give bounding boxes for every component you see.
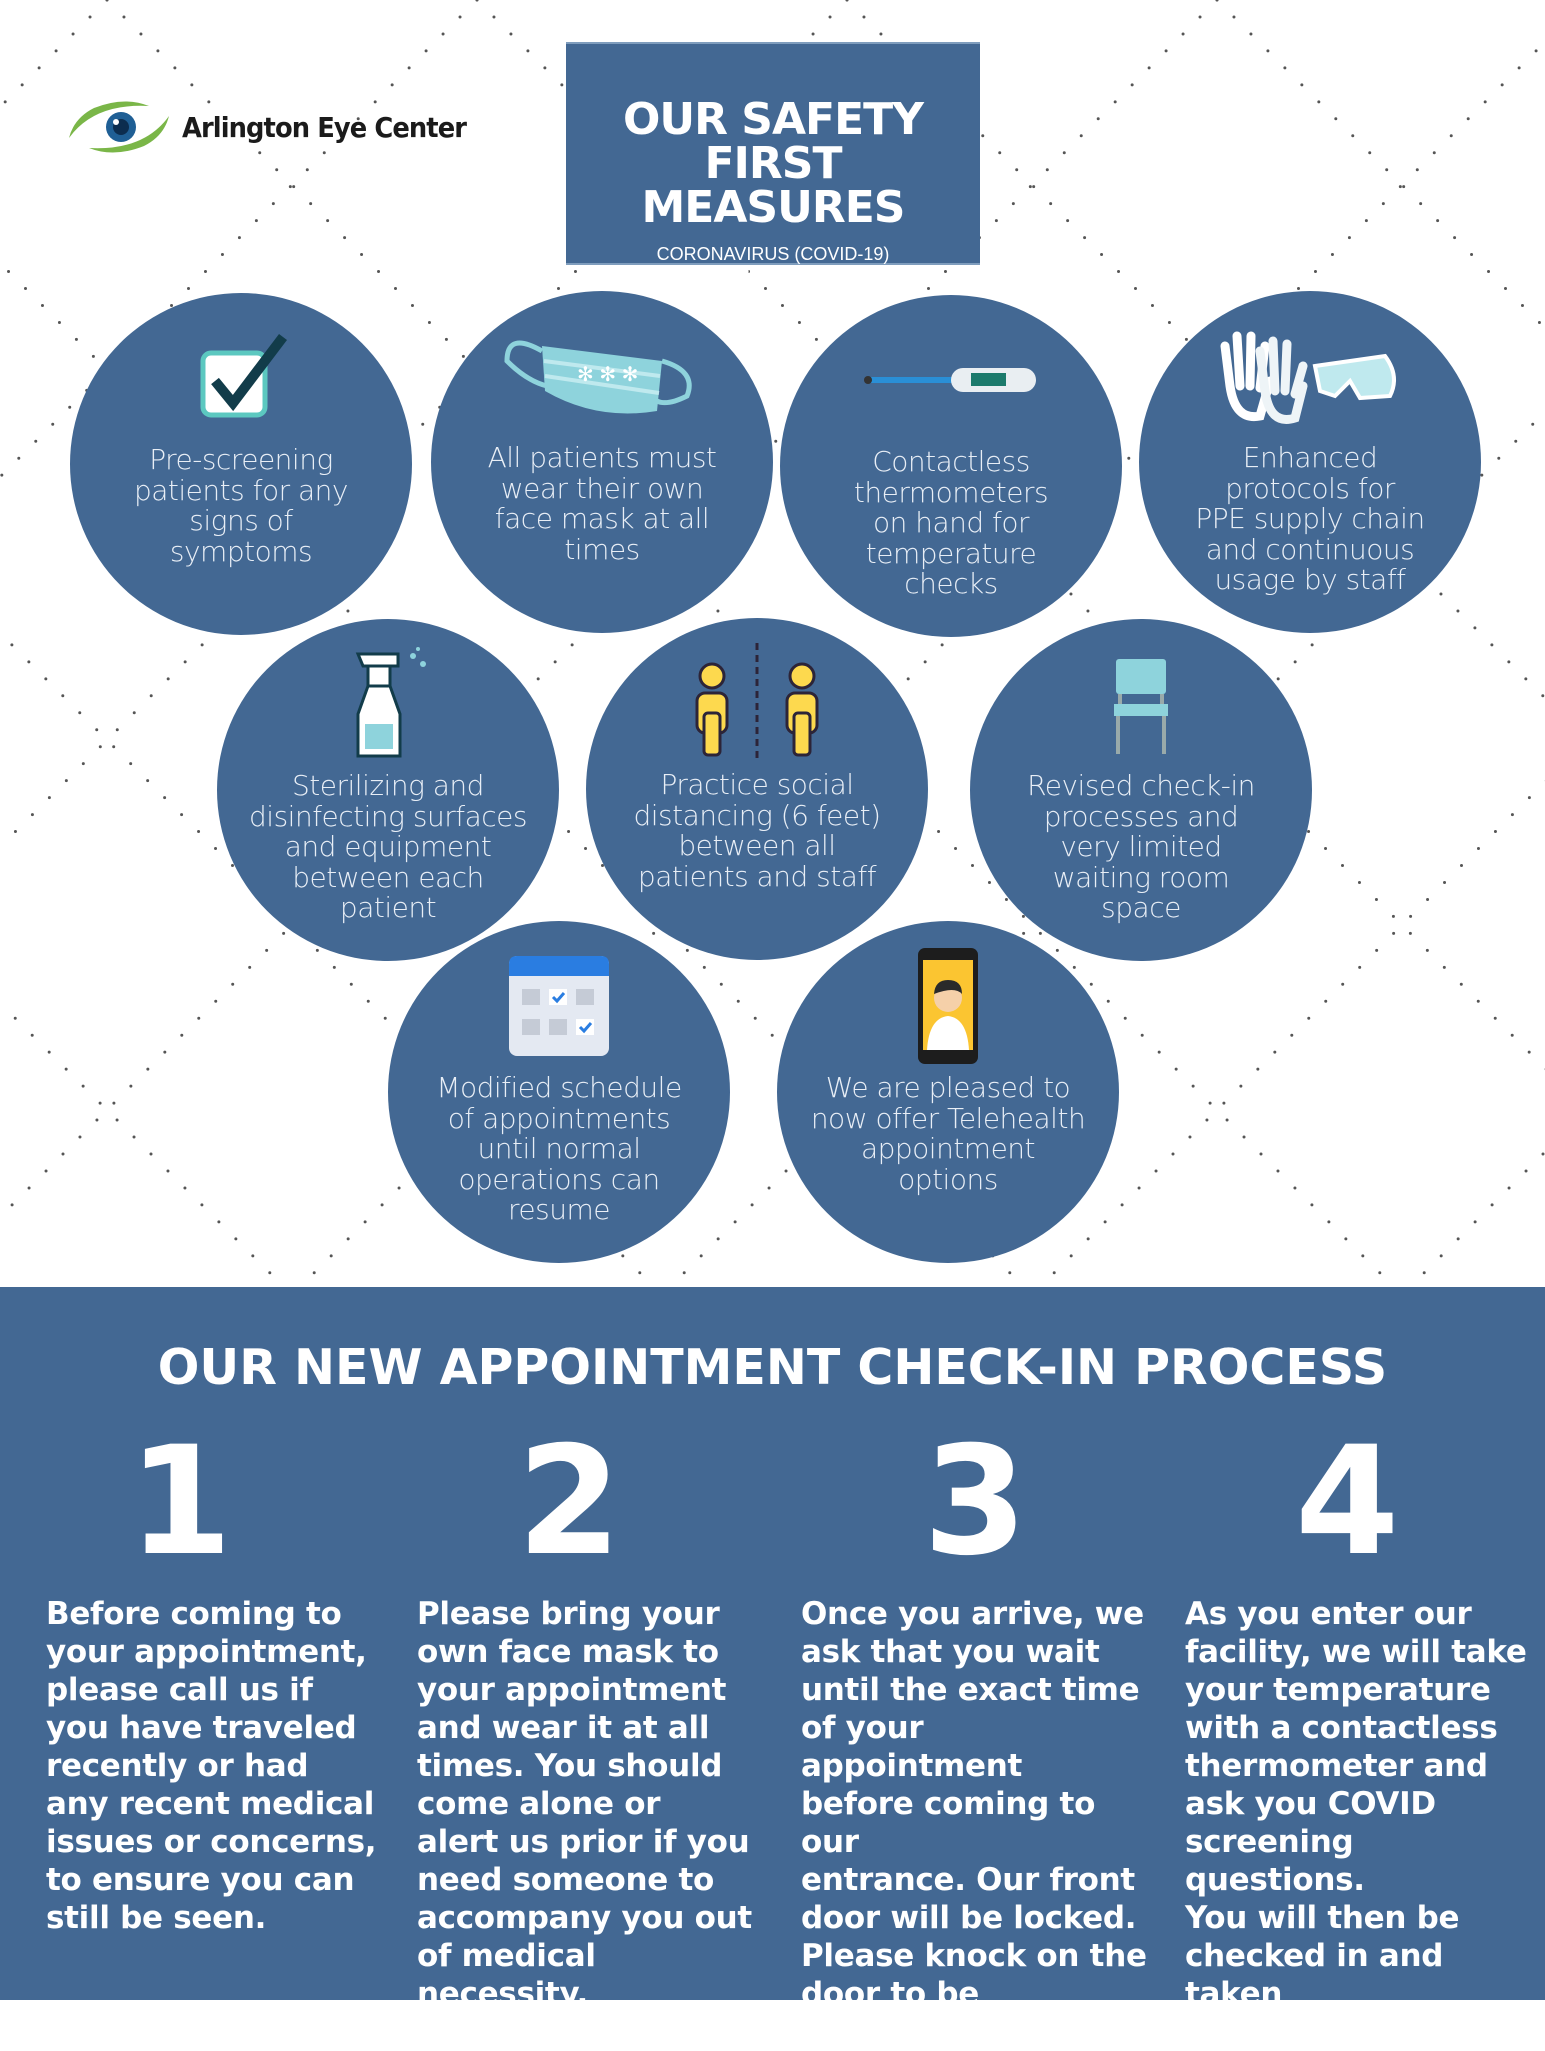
measure-text: Modified schedule of appointments until … bbox=[436, 1071, 682, 1226]
measure-text: Practice social distancing (6 feet) betw… bbox=[633, 768, 882, 893]
chair-icon bbox=[1106, 649, 1176, 759]
gloves-goggles-icon bbox=[1215, 321, 1405, 431]
process-title: OUR NEW APPOINTMENT CHECK-IN PROCESS bbox=[157, 1339, 1388, 1396]
measure-circle: We are pleased to now offer Telehealth a… bbox=[777, 921, 1119, 1263]
telehealth-phone-icon bbox=[913, 948, 983, 1064]
eye-logo-icon bbox=[69, 101, 169, 153]
measure-text: Revised check-in processes and very limi… bbox=[1027, 769, 1255, 924]
measure-circle: Revised check-in processes and very limi… bbox=[970, 619, 1312, 961]
step-text: Once you arrive, we ask that you wait un… bbox=[801, 1596, 1147, 2050]
step-number: 1 bbox=[128, 1415, 233, 1589]
measure-circle: Contactless thermometers on hand for tem… bbox=[780, 295, 1122, 637]
svg-text:✻ ✻ ✻: ✻ ✻ ✻ bbox=[577, 364, 638, 386]
social-distance-icon bbox=[682, 643, 832, 763]
measure-text: Enhanced protocols for PPE supply chain … bbox=[1195, 441, 1425, 596]
step-number: 2 bbox=[517, 1415, 622, 1589]
calendar-icon bbox=[504, 951, 614, 1061]
logo: Arlington Eye Center bbox=[64, 98, 491, 156]
measure-circle: Sterilizing and disinfecting surfaces an… bbox=[217, 619, 559, 961]
logo-name: Arlington Eye Center bbox=[182, 110, 467, 144]
measure-text: All patients must wear their own face ma… bbox=[487, 441, 717, 566]
step-text: Before coming to your appointment, pleas… bbox=[46, 1596, 377, 1936]
step-number: 4 bbox=[1295, 1415, 1400, 1589]
thermometer-icon bbox=[856, 325, 1046, 435]
measure-circle: Pre-screening patients for any signs of … bbox=[70, 293, 412, 635]
step-text: As you enter our facility, we will take … bbox=[1185, 1596, 1527, 2050]
measure-circle: ✻ ✻ ✻ All patients must wear their own fa… bbox=[431, 291, 773, 633]
measure-circle: Enhanced protocols for PPE supply chain … bbox=[1139, 291, 1481, 633]
measure-text: We are pleased to now offer Telehealth a… bbox=[810, 1071, 1086, 1196]
measure-text: Pre-screening patients for any signs of … bbox=[133, 443, 349, 568]
spray-bottle-icon bbox=[338, 647, 438, 759]
measure-text: Contactless thermometers on hand for tem… bbox=[853, 445, 1049, 600]
checkbox-icon bbox=[191, 323, 291, 433]
face-mask-icon: ✻ ✻ ✻ bbox=[497, 321, 707, 431]
hero-subtitle: CORONAVIRUS (COVID-19)SAFETY PRECAUTIONS bbox=[656, 244, 890, 284]
step-number: 3 bbox=[923, 1415, 1028, 1589]
step-text: Please bring your own face mask to your … bbox=[417, 1596, 752, 2012]
measure-text: Sterilizing and disinfecting surfaces an… bbox=[249, 769, 527, 924]
measure-circle: Practice social distancing (6 feet) betw… bbox=[586, 618, 928, 960]
measure-circle: Modified schedule of appointments until … bbox=[388, 921, 730, 1263]
